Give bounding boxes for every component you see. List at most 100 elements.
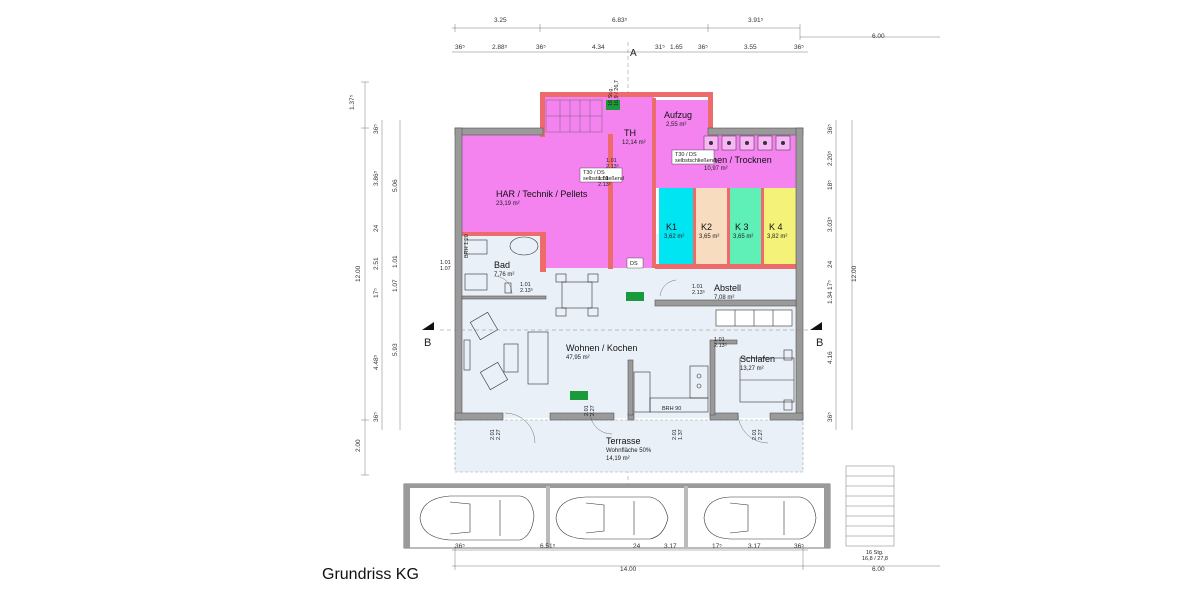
svg-text:2.13⁵: 2.13⁵ bbox=[598, 181, 611, 188]
svg-text:36⁵: 36⁵ bbox=[373, 412, 380, 422]
dim-top2-3: 36⁵ bbox=[536, 44, 546, 51]
svg-text:18⁵: 18⁵ bbox=[827, 180, 834, 190]
door-swings bbox=[493, 275, 769, 444]
svg-text:24: 24 bbox=[373, 224, 380, 232]
svg-text:2.27: 2.27 bbox=[496, 429, 502, 440]
svg-text:2.20⁵: 2.20⁵ bbox=[827, 150, 834, 166]
svg-text:2.00: 2.00 bbox=[355, 439, 362, 452]
svg-text:2.01: 2.01 bbox=[672, 429, 678, 440]
svg-text:17⁵: 17⁵ bbox=[827, 280, 834, 290]
bedroom-furniture bbox=[739, 349, 795, 411]
room-har-name: HAR / Technik / Pellets bbox=[496, 189, 588, 199]
svg-text:3.86⁵: 3.86⁵ bbox=[373, 170, 380, 186]
svg-text:4.48⁵: 4.48⁵ bbox=[373, 354, 380, 370]
dim-top-1: 3.25 bbox=[494, 17, 507, 24]
left-dims: 1.37⁵ 12.00 2.00 36⁵ 3.86⁵ 24 2.51 17⁵ 4… bbox=[349, 94, 451, 452]
storage-shelves bbox=[715, 309, 793, 327]
car-2 bbox=[555, 496, 669, 540]
svg-text:1.01: 1.01 bbox=[598, 176, 609, 182]
svg-text:2.01: 2.01 bbox=[752, 429, 758, 440]
section-a-top: A bbox=[630, 48, 637, 59]
svg-text:1.34: 1.34 bbox=[827, 291, 834, 304]
svg-text:14.00: 14.00 bbox=[620, 566, 637, 573]
k3-floor bbox=[729, 188, 761, 266]
svg-text:1.37: 1.37 bbox=[678, 429, 684, 440]
k4-floor bbox=[763, 188, 797, 266]
right-dimension-lines bbox=[835, 120, 853, 430]
dim-top-3: 3.91⁵ bbox=[748, 17, 764, 24]
svg-text:12.00: 12.00 bbox=[355, 265, 362, 282]
room-k2-area: 3,65 m² bbox=[699, 234, 719, 240]
dim-top-4: 6.00 bbox=[872, 33, 885, 40]
svg-text:T30 / DS: T30 / DS bbox=[583, 170, 605, 176]
dining-table bbox=[555, 273, 599, 317]
room-k1-name: K1 bbox=[666, 222, 677, 232]
svg-text:36⁵: 36⁵ bbox=[794, 543, 804, 550]
room-k1-area: 3,62 m² bbox=[664, 234, 684, 240]
svg-text:36⁵: 36⁵ bbox=[455, 543, 465, 550]
outer-walls bbox=[454, 127, 804, 421]
room-waschen-area: 10,97 m² bbox=[704, 166, 728, 172]
svg-text:1.01: 1.01 bbox=[392, 255, 399, 268]
living-furniture bbox=[463, 311, 549, 391]
svg-text:1.01: 1.01 bbox=[520, 282, 531, 288]
svg-text:3.03⁵: 3.03⁵ bbox=[827, 216, 834, 232]
stairs-right bbox=[845, 465, 895, 547]
exit-signs bbox=[570, 100, 644, 400]
washing-machines bbox=[703, 135, 791, 151]
room-labels: HAR / Technik / Pellets 23,19 m² TH 12,1… bbox=[494, 110, 787, 462]
svg-text:selbstschließend: selbstschließend bbox=[583, 176, 624, 182]
room-aufzug-area: 2,55 m² bbox=[666, 122, 686, 128]
dim-top2-6: 1.65 bbox=[670, 44, 683, 51]
dim-top2-7: 36⁵ bbox=[698, 44, 708, 51]
walls bbox=[462, 92, 798, 272]
car-3 bbox=[703, 496, 817, 540]
svg-text:24: 24 bbox=[633, 543, 641, 550]
svg-text:36⁵: 36⁵ bbox=[827, 124, 834, 134]
svg-text:1.01: 1.01 bbox=[692, 284, 703, 290]
section-b-right: B bbox=[816, 337, 823, 349]
svg-text:2.13⁵: 2.13⁵ bbox=[714, 342, 727, 349]
stairs-top bbox=[545, 99, 603, 133]
svg-text:2.13⁵: 2.13⁵ bbox=[520, 287, 533, 294]
svg-text:2.01: 2.01 bbox=[584, 405, 590, 416]
svg-text:17⁵: 17⁵ bbox=[373, 288, 380, 298]
room-abstell-name: Abstell bbox=[714, 283, 741, 293]
garage bbox=[403, 483, 831, 549]
kitchen bbox=[633, 365, 709, 413]
svg-text:1.37⁵: 1.37⁵ bbox=[349, 94, 356, 110]
annotations: T30 / DS selbstschließend T30 / DS selbs… bbox=[464, 80, 764, 440]
room-har-area: 23,19 m² bbox=[496, 201, 520, 207]
svg-text:6.00: 6.00 bbox=[872, 566, 885, 573]
svg-text:24: 24 bbox=[827, 260, 834, 268]
room-wohnen-name: Wohnen / Kochen bbox=[566, 343, 637, 353]
svg-text:6.51⁵: 6.51⁵ bbox=[540, 543, 556, 550]
stair-right-sub: 16,8 / 27,8 bbox=[862, 556, 888, 562]
svg-text:16,9 / 26,7: 16,9 / 26,7 bbox=[614, 80, 620, 106]
dim-top2-5: 31⁵ bbox=[655, 44, 665, 51]
svg-text:BRH 90: BRH 90 bbox=[662, 406, 681, 412]
svg-text:3.17: 3.17 bbox=[664, 543, 677, 550]
section-b-markers bbox=[422, 322, 822, 331]
svg-text:12.00: 12.00 bbox=[851, 265, 858, 282]
svg-text:2.13⁵: 2.13⁵ bbox=[692, 289, 705, 296]
svg-text:16 St.g.: 16 St.g. bbox=[608, 87, 614, 106]
svg-text:2.51: 2.51 bbox=[373, 257, 380, 270]
k2-floor bbox=[695, 188, 727, 266]
har-floor bbox=[462, 134, 544, 236]
right-dims: 12.00 36⁵ 2.20⁵ 18⁵ 3.03⁵ 24 17⁵ 1.34 4.… bbox=[827, 124, 858, 422]
top-dimensions: 3.25 6.83⁵ 3.91⁵ 6.00 36⁵ 2.88⁵ 36⁵ 4.34… bbox=[452, 17, 940, 53]
svg-text:T30 / DS: T30 / DS bbox=[675, 152, 697, 158]
svg-text:DS: DS bbox=[630, 261, 638, 267]
room-terrasse-name: Terrasse bbox=[606, 436, 641, 446]
dim-top2-8: 3.55 bbox=[744, 44, 757, 51]
room-terrasse-note: Wohnfläche 50% bbox=[606, 448, 652, 454]
dim-top2-1: 36⁵ bbox=[455, 44, 465, 51]
room-th-area: 12,14 m² bbox=[622, 140, 646, 146]
room-abstell-area: 7,08 m² bbox=[714, 295, 734, 301]
svg-text:36⁵: 36⁵ bbox=[373, 124, 380, 134]
room-bad-name: Bad bbox=[494, 260, 510, 270]
stair-right-label: 16 Stg. bbox=[866, 550, 884, 556]
dim-top2-2: 2.88⁵ bbox=[492, 44, 508, 51]
